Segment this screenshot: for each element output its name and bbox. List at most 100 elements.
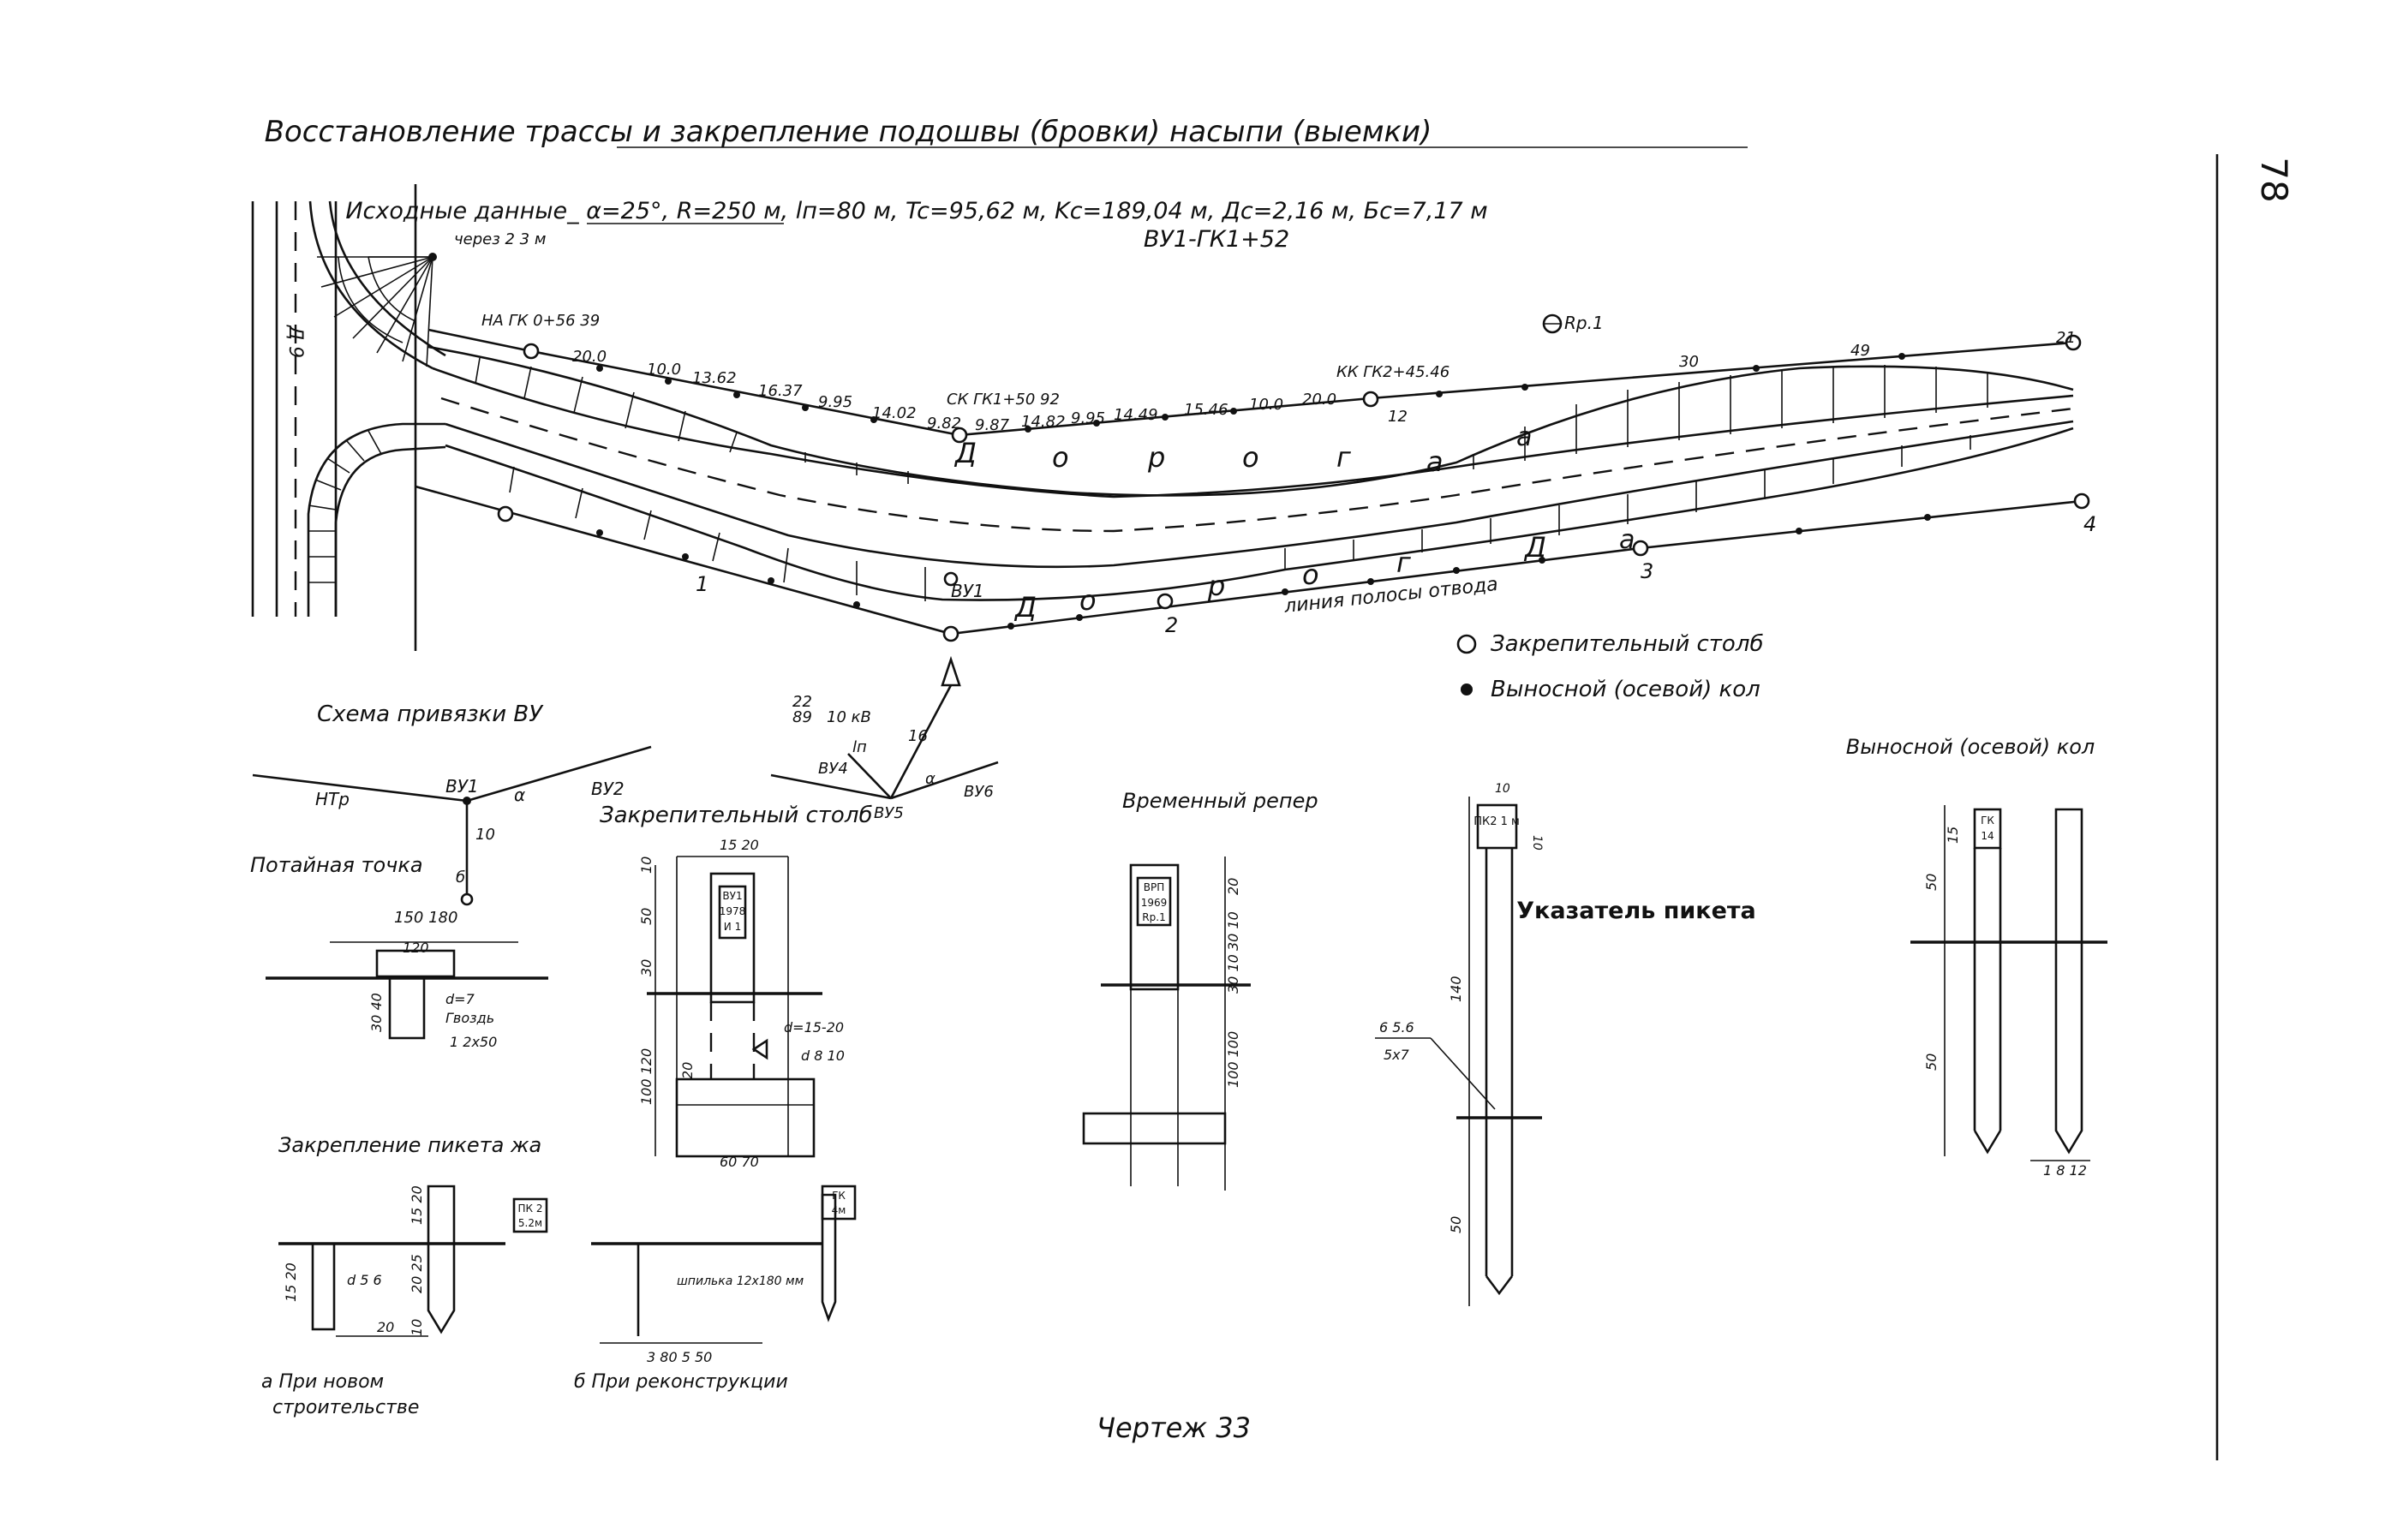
point-label-sk: СК ГК1+50 92: [947, 391, 1060, 409]
hidden-point-pit: [388, 976, 426, 1040]
dim-label: 6 5.6: [1379, 1019, 1414, 1036]
left-road-label: Д 9: [284, 325, 306, 358]
marker-post: [943, 571, 959, 587]
slope-toe-upper: [427, 345, 2074, 497]
vu5-label: ВУ5: [874, 804, 904, 822]
benchmark-body: [1129, 863, 1180, 991]
dim-label: 10: [409, 1319, 425, 1336]
point-label-na: НА ГК 0+56 39: [481, 312, 600, 330]
picket-plate-text: 4м: [832, 1204, 846, 1216]
vu5-label: 89: [792, 708, 812, 726]
plan-view: Д 9 через 2 3 м: [251, 184, 2096, 651]
dim-label: 20: [377, 1319, 394, 1335]
stakes: [596, 353, 1931, 630]
post-foundation: [675, 1077, 816, 1158]
dim-label: 10: [638, 857, 655, 874]
distance-label: 13.62: [692, 369, 737, 387]
detail-axis-stake: Выносной (осевой) кол ГК 14 15 50 50 1 8…: [1846, 735, 2107, 1179]
caption-b: б При реконструкции: [574, 1371, 788, 1393]
number-label: 3: [1641, 559, 1653, 583]
benchmark-plate-text: ВРП: [1144, 881, 1165, 893]
dim-label: 50: [1923, 874, 1940, 891]
road-letter: р: [1207, 570, 1225, 602]
stake-tip: [1973, 1130, 2002, 1155]
dim-label: 50: [1448, 1216, 1464, 1233]
dim-label: 60 70: [720, 1154, 759, 1170]
detail-marker-post: Закрепительный столб ВУ1 1978 И 1 10 50 …: [600, 803, 872, 1170]
marker-post: [1157, 593, 1174, 610]
dim-label: б: [456, 868, 465, 886]
vu2-label: ВУ2: [591, 779, 625, 799]
stake-plate-text: ГК: [1981, 815, 1994, 827]
marker-post: [1362, 391, 1379, 408]
tangent-line: [890, 761, 999, 800]
pointer-plate: [1476, 803, 1518, 850]
dim-label: 30 10: [1225, 911, 1241, 951]
slope-hatch-lower: [509, 435, 1971, 601]
detail-benchmark: Временный репер ВРП 1969 Rp.1 20 30 10 3…: [1082, 789, 1318, 1191]
number-label: 12: [1388, 408, 1408, 426]
caption-a: строительстве: [272, 1397, 419, 1418]
road-letter: о: [1079, 584, 1097, 617]
dim-label: 10: [1530, 835, 1544, 851]
detail-stake-title: Выносной (осевой) кол: [1846, 735, 2095, 759]
road-letter: Д: [1523, 531, 1546, 564]
tangent-line-left: [252, 773, 468, 803]
marker-post: [523, 343, 540, 360]
road-edge-lower: [445, 420, 2074, 569]
caption-a: а При новом: [261, 1371, 384, 1393]
road-letter: о: [1302, 558, 1319, 591]
road-letter: Д: [953, 437, 977, 469]
north-arrow-icon: [941, 655, 961, 687]
vu5-label: 10 кВ: [827, 708, 871, 726]
dim-label: 1 8 12: [2043, 1162, 2087, 1179]
input-data-line: Исходные данные_ α=25°, R=250 м, lп=80 м…: [345, 198, 1487, 224]
dim-label: 30 10: [1225, 954, 1241, 994]
post-plate-text: ВУ1: [722, 890, 742, 902]
legend-stake-label: Выносной (осевой) кол: [1491, 677, 1760, 702]
binding-line: [847, 753, 892, 799]
post-body: [709, 872, 756, 1004]
road-letter: Д: [1013, 591, 1037, 624]
dim-label: 15: [1945, 827, 1961, 844]
picket-plate-text: ГК: [832, 1190, 846, 1202]
vu5-label: ВУ6: [964, 783, 994, 801]
ntr-label: НТр: [315, 789, 350, 809]
dim-label: 50: [1923, 1054, 1940, 1071]
distance-label: 9.82: [927, 415, 961, 433]
legend-stake-icon: [1461, 683, 1473, 695]
dim-label: 10: [475, 826, 495, 844]
distance-label: 15.46: [1184, 401, 1228, 419]
drawing-caption: Чертеж 33: [1097, 1412, 1251, 1444]
distance-label: 14.82: [1021, 413, 1066, 431]
tangent-line: [770, 773, 892, 800]
dim-label: 5x7: [1384, 1047, 1410, 1063]
dim-label: d 5 6: [347, 1272, 382, 1288]
road-letter: г: [1336, 441, 1351, 474]
dim-label: 20 25: [409, 1254, 425, 1293]
detail-vu-title: Схема привязки ВУ: [317, 701, 544, 727]
fan-rays: [317, 256, 433, 367]
marker-post: [2073, 492, 2090, 510]
distance-label: 9.87: [975, 416, 1010, 434]
road-letter: г: [1396, 546, 1411, 579]
legend-post-icon: [1456, 634, 1477, 654]
dim-label: 100 120: [638, 1048, 655, 1105]
dim-label: 140: [1448, 976, 1464, 1002]
benchmark-plate: [1136, 876, 1172, 927]
dim-label: 30: [638, 959, 655, 976]
marker-post: [1632, 540, 1649, 557]
slope-toe-lower: [445, 427, 2074, 601]
detail-picket-fixing: Закрепление пикета жа ПК 2 5.2м 15 20 15…: [261, 1133, 857, 1418]
distance-label: 10.0: [647, 361, 681, 379]
dim-label: шпилька 12х180 мм: [677, 1274, 804, 1288]
benchmark-plate-text: Rp.1: [1142, 911, 1165, 923]
distance-label: 14.49: [1114, 406, 1158, 424]
station-label: ВУ1-ГК1+52: [1144, 226, 1289, 253]
offset-label: через 2 3 м: [454, 230, 546, 248]
marker-post: [497, 505, 514, 522]
marker-post: [942, 625, 959, 642]
junction-curve-upper-inner: [328, 200, 446, 357]
right-of-way-lower: [415, 485, 2083, 636]
